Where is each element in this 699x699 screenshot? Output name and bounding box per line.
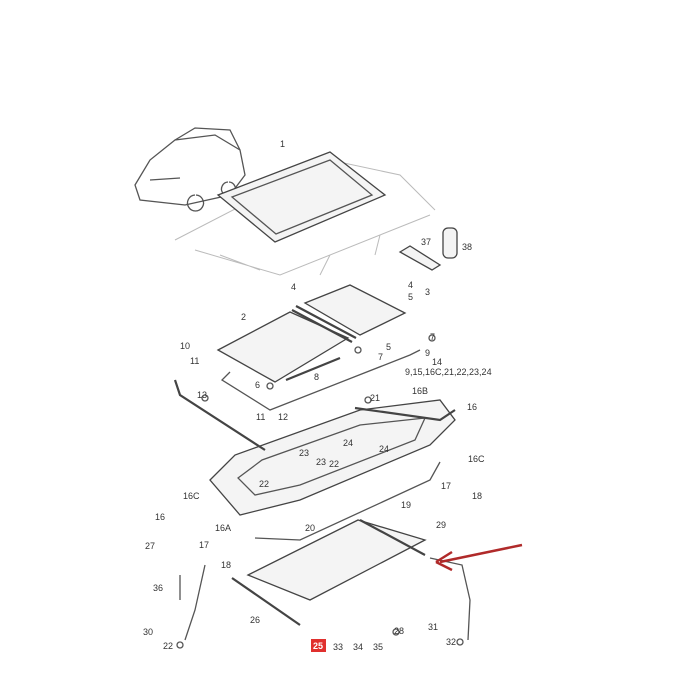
part-label-2: 2 — [241, 312, 246, 322]
part-label-5: 5 — [408, 292, 413, 302]
part-label-21: 21 — [370, 393, 380, 403]
part-label-17: 17 — [199, 540, 209, 550]
part-label-16: 16 — [467, 402, 477, 412]
part-label-36: 36 — [153, 583, 163, 593]
part-label-16B: 16B — [412, 386, 428, 396]
part-37 — [398, 245, 442, 271]
sunshade-25 — [246, 519, 427, 601]
part-label-29: 29 — [436, 520, 446, 530]
part-label-20: 20 — [305, 523, 315, 533]
part-label-11: 11 — [256, 412, 265, 422]
glass-panel-3 — [303, 284, 407, 336]
part-label-7: 7 — [378, 352, 383, 362]
part-label-3: 3 — [425, 287, 430, 297]
part-label-9,15,16C,21,22,23,24: 9,15,16C,21,22,23,24 — [405, 367, 492, 377]
part-label-10: 10 — [180, 341, 190, 351]
part-label-30: 30 — [143, 627, 153, 637]
part-label-24: 24 — [379, 444, 389, 454]
part-label-7: 7 — [430, 332, 435, 342]
part-label-14: 14 — [432, 357, 442, 367]
part-label-17: 17 — [441, 481, 451, 491]
part-label-33: 33 — [333, 642, 343, 652]
part-label-22: 22 — [163, 641, 173, 651]
part-label-4: 4 — [408, 280, 413, 290]
part-label-16C: 16C — [183, 491, 200, 501]
part-label-5: 5 — [386, 342, 391, 352]
part-label-8: 8 — [314, 372, 319, 382]
part-label-9: 9 — [425, 348, 430, 358]
part-label-25: 25 — [313, 641, 323, 651]
part-label-35: 35 — [373, 642, 383, 652]
part-38 — [442, 227, 458, 259]
part-label-37: 37 — [421, 237, 431, 247]
cable-9 — [220, 349, 421, 411]
glass-panel-2 — [216, 311, 350, 383]
part-label-18: 18 — [221, 560, 231, 570]
part-label-11: 11 — [190, 356, 199, 366]
part-label-22: 22 — [329, 459, 339, 469]
part-label-18: 18 — [472, 491, 482, 501]
part-label-27: 27 — [145, 541, 155, 551]
part-label-26: 26 — [250, 615, 260, 625]
cable-19 — [254, 461, 441, 541]
part-label-13: 13 — [197, 390, 207, 400]
part-label-12: 12 — [278, 412, 288, 422]
part-label-4: 4 — [291, 282, 296, 292]
roof-outline — [174, 159, 436, 276]
part-label-22: 22 — [259, 479, 269, 489]
part-label-28: 28 — [394, 626, 404, 636]
part-label-1: 1 — [280, 139, 285, 149]
part-label-6: 6 — [255, 380, 260, 390]
part-label-38: 38 — [462, 242, 472, 252]
part-label-16C: 16C — [468, 454, 485, 464]
red-arrow-indicator — [435, 543, 523, 572]
frame-assembly — [209, 399, 456, 516]
part-label-16A: 16A — [215, 523, 231, 533]
part-label-34: 34 — [353, 642, 363, 652]
part-label-32: 32 — [446, 637, 456, 647]
part-label-31: 31 — [428, 622, 438, 632]
part-label-24: 24 — [343, 438, 353, 448]
part-label-23: 23 — [299, 448, 309, 458]
part-label-16: 16 — [155, 512, 165, 522]
part-label-19: 19 — [401, 500, 411, 510]
fasteners — [176, 334, 464, 649]
highlight-box-25 — [311, 639, 326, 652]
part-label-23: 23 — [316, 457, 326, 467]
